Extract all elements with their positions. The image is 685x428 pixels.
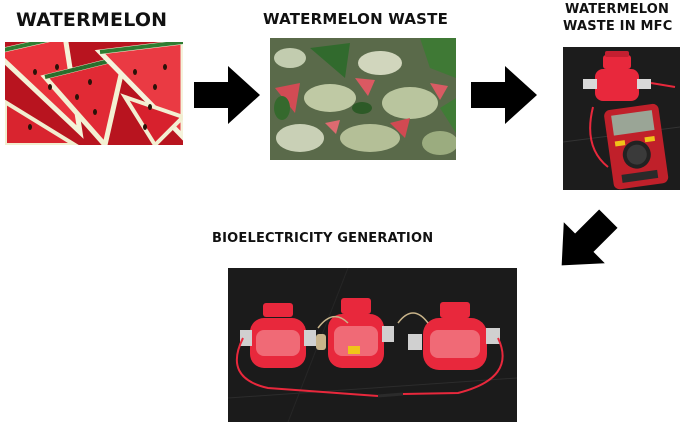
bioelectricity-generation-label: BIOELECTRICITY GENERATION	[212, 231, 434, 246]
right-arrow-icon	[194, 66, 260, 124]
watermelon-slices-image	[5, 42, 183, 145]
watermelon-waste-image	[270, 38, 456, 160]
watermelon-label: WATERMELON	[16, 9, 168, 31]
down-left-arrow-icon	[540, 196, 630, 288]
mfc-cells-array-image	[228, 268, 517, 422]
watermelon-waste-label: WATERMELON WASTE	[263, 10, 449, 28]
watermelon-waste-in-mfc-label-line2: WASTE IN MFC	[563, 19, 673, 34]
mfc-multimeter-image	[563, 47, 680, 190]
watermelon-waste-in-mfc-label-line1: WATERMELON	[565, 2, 670, 17]
right-arrow-icon	[471, 66, 537, 124]
